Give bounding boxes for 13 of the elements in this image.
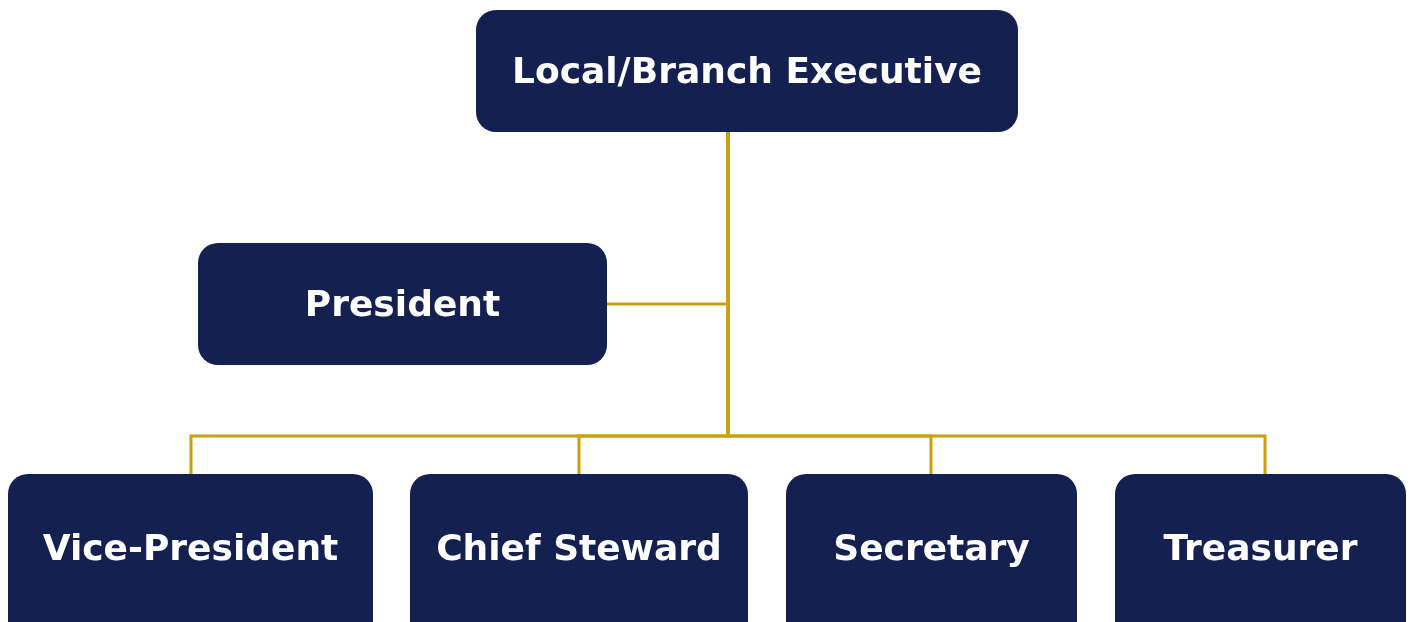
role-box — [476, 10, 1018, 132]
role-title: Chief Steward — [436, 525, 722, 570]
role-box — [410, 474, 748, 622]
role-box — [198, 243, 607, 365]
connector-line — [726, 132, 1267, 474]
role-title: Secretary — [833, 525, 1030, 570]
role-box — [8, 474, 373, 622]
role-title: Local/Branch Executive — [511, 48, 982, 93]
role-title: Treasurer — [1163, 525, 1358, 570]
role-title: President — [304, 281, 501, 326]
role-title: Vice-President — [42, 525, 339, 570]
role-box — [786, 474, 1077, 622]
role-box — [1115, 474, 1406, 622]
